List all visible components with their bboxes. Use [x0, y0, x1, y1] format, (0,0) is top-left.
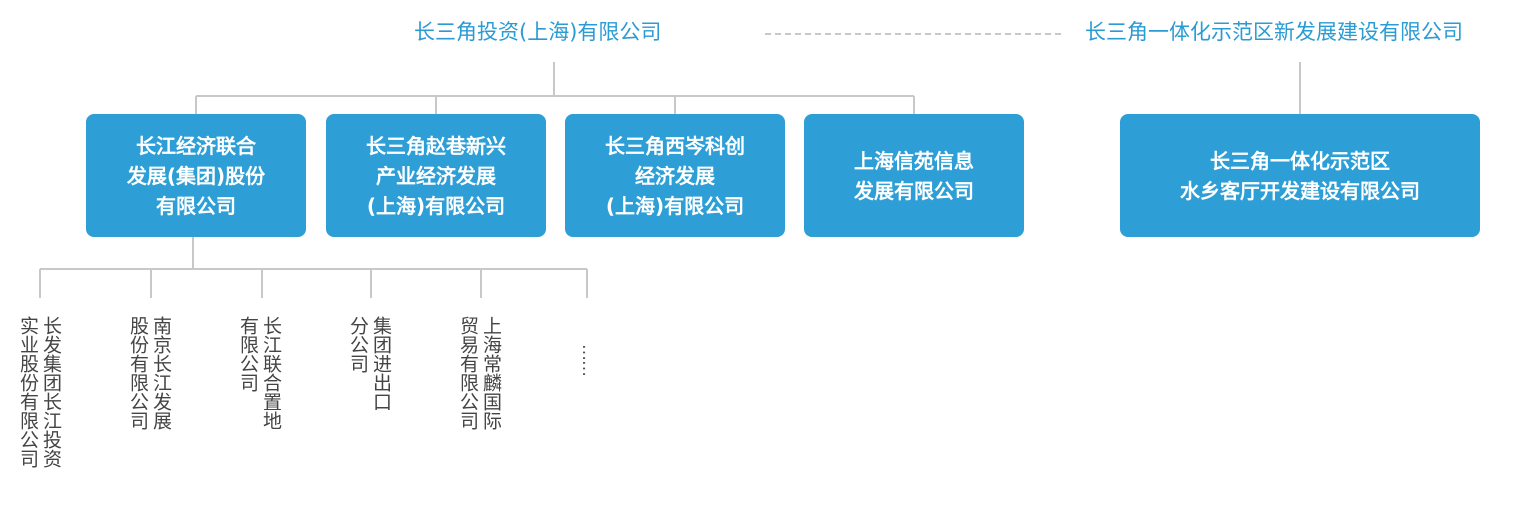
subsidiary-text: 分公司 — [347, 316, 369, 373]
company-box-4: 上海信苑信息 发展有限公司 — [804, 114, 1024, 237]
box-line: 上海信苑信息 — [854, 148, 974, 173]
box-line: 有限公司 — [156, 193, 236, 218]
parent-company-right: 长三角一体化示范区新发展建设有限公司 — [1085, 20, 1463, 44]
company-box-1: 长江经济联合 发展(集团)股份 有限公司 — [86, 114, 306, 237]
company-box-5: 长三角一体化示范区 水乡客厅开发建设有限公司 — [1120, 114, 1480, 237]
box-line: 发展有限公司 — [854, 178, 974, 203]
box-line: (上海)有限公司 — [605, 193, 745, 218]
subsidiary-text: 有限公司 — [237, 316, 259, 392]
subsidiary-5: 上海常麟国际 贸易有限公司 — [457, 316, 502, 430]
box-line: 长三角一体化示范区 — [1210, 148, 1390, 173]
box-line: (上海)有限公司 — [366, 193, 506, 218]
subsidiary-text: 股份有限公司 — [127, 316, 149, 430]
more-ellipsis: …… — [578, 344, 598, 376]
box-line: 发展(集团)股份 — [126, 163, 266, 188]
subsidiary-text: 上海常麟国际 — [480, 316, 502, 430]
subsidiary-1: 长发集团长江投资 实业股份有限公司 — [17, 316, 62, 468]
parent-company-left: 长三角投资(上海)有限公司 — [414, 20, 662, 44]
box-line: 经济发展 — [635, 163, 715, 188]
subsidiary-2: 南京长江发展 股份有限公司 — [127, 316, 172, 430]
company-box-2: 长三角赵巷新兴 产业经济发展 (上海)有限公司 — [326, 114, 546, 237]
subsidiary-text: 南京长江发展 — [150, 316, 172, 430]
company-box-3: 长三角西岑科创 经济发展 (上海)有限公司 — [565, 114, 785, 237]
box-line: 水乡客厅开发建设有限公司 — [1180, 178, 1420, 203]
subsidiary-text: 实业股份有限公司 — [17, 316, 39, 468]
box-line: 长三角西岑科创 — [605, 133, 745, 158]
subsidiary-3: 长江联合置地 有限公司 — [237, 316, 282, 430]
box-line: 产业经济发展 — [376, 163, 496, 188]
box-line: 长三角赵巷新兴 — [366, 133, 506, 158]
subsidiary-text: 集团进出口 — [370, 316, 392, 411]
subsidiary-text: 贸易有限公司 — [457, 316, 479, 430]
box-line: 长江经济联合 — [136, 133, 256, 158]
subsidiary-text: 长发集团长江投资 — [40, 316, 62, 468]
subsidiary-4: 集团进出口 分公司 — [347, 316, 392, 411]
subsidiary-text: 长江联合置地 — [260, 316, 282, 430]
